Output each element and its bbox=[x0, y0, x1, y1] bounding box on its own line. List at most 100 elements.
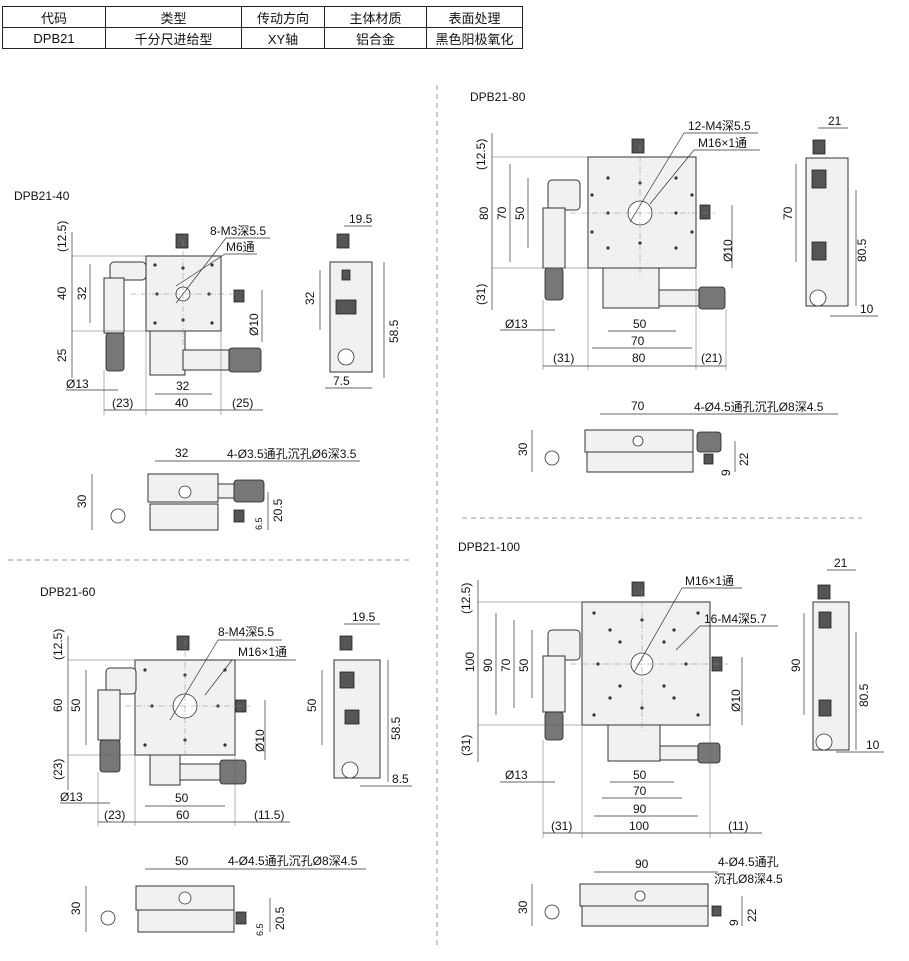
dpb21-100-side-screw-top bbox=[817, 584, 831, 600]
dpb21-40-dim-23: (23) bbox=[112, 396, 133, 410]
dpb21-60-dim-50v: 50 bbox=[69, 698, 83, 712]
dpb21-40-h-micrometer-knob bbox=[228, 347, 262, 373]
dpb21-60-side-19-5: 19.5 bbox=[352, 610, 376, 624]
dpb21-100-dim-12-5: (12.5) bbox=[459, 583, 473, 614]
dpb21-80-front-lock bbox=[632, 435, 644, 447]
dpb21-60-front-screw bbox=[235, 911, 247, 925]
dpb21-40-side-detail-2 bbox=[335, 299, 357, 315]
dpb21-40-front-20-5: 20.5 bbox=[271, 498, 285, 522]
dpb21-80-center-note: M16×1通 bbox=[698, 136, 747, 150]
dpb21-40-dim-40v: 40 bbox=[55, 286, 69, 300]
dpb21-100-dim-11: (11) bbox=[728, 819, 748, 833]
dpb21-100-micrometer-knob bbox=[544, 711, 564, 741]
dpb21-80-h-micrometer-knob bbox=[698, 286, 726, 310]
dpb21-40-side-58-5: 58.5 bbox=[387, 319, 401, 343]
dpb21-100-h-micrometer-knob bbox=[697, 742, 721, 764]
dpb21-40-side-19-5: 19.5 bbox=[349, 212, 373, 226]
spec-data-row: DPB21 千分尺进给型 XY轴 铝合金 黑色阳极氧化 bbox=[2, 27, 523, 49]
dpb21-100-side-detail-2 bbox=[818, 699, 832, 717]
dpb21-100-dim-31v: (31) bbox=[459, 735, 473, 756]
dpb21-80-micrometer-knob bbox=[544, 267, 564, 301]
dpb21-40-side-screw bbox=[233, 289, 245, 303]
dpb21-40-side-7-5: 7.5 bbox=[333, 374, 350, 388]
dpb21-80-side-knob bbox=[809, 289, 827, 307]
dpb21-40-title: DPB21-40 bbox=[14, 189, 70, 203]
cell-code: DPB21 bbox=[2, 27, 106, 49]
dpb21-100-dim-100v: 100 bbox=[463, 652, 477, 672]
dpb21-40-micrometer-knob bbox=[105, 332, 125, 372]
dpb21-100-front-note1: 4-Ø4.5通孔 bbox=[718, 855, 779, 869]
dpb21-40-side-knob bbox=[337, 348, 355, 366]
dpb21-80-dim-70h: 70 bbox=[631, 334, 645, 348]
dpb21-60-front-ring bbox=[100, 910, 116, 926]
dpb21-80-front-22: 22 bbox=[737, 452, 751, 466]
dpb21-40-dim-12-5: (12.5) bbox=[55, 221, 69, 252]
dpb21-100-front-30: 30 bbox=[516, 900, 530, 914]
cell-drive-direction: XY轴 bbox=[241, 27, 325, 49]
dpb21-100-front-ring bbox=[544, 904, 560, 920]
dpb21-100-group: DPB21-100 M16×1通 16-M4深5.7 (12.5) 100 90 bbox=[458, 540, 884, 927]
dpb21-40-front-ring bbox=[110, 508, 126, 524]
dpb21-60-side-screw-top bbox=[339, 635, 353, 651]
dpb21-80-side-21: 21 bbox=[828, 114, 842, 128]
dpb21-80-side-detail-1 bbox=[811, 169, 827, 189]
dpb21-100-dim-31: (31) bbox=[551, 819, 572, 833]
dpb21-60-dim-50h: 50 bbox=[175, 791, 189, 805]
dpb21-80-dim-31v: (31) bbox=[474, 284, 488, 305]
dpb21-40-h-micrometer-body bbox=[182, 349, 230, 371]
dpb21-100-side-detail-1 bbox=[818, 611, 832, 629]
dpb21-80-dim-50h: 50 bbox=[633, 317, 647, 331]
dpb21-40-tap-note: 8-M3深5.5 bbox=[210, 224, 266, 238]
dpb21-80-dim-d10: Ø10 bbox=[721, 239, 735, 262]
dpb21-40-dim-32v: 32 bbox=[75, 286, 89, 300]
header-surface: 表面处理 bbox=[426, 6, 523, 28]
dpb21-80-side-detail-2 bbox=[811, 241, 827, 261]
dpb21-100-front-screw bbox=[711, 905, 722, 917]
dpb21-60-dim-12-5: (12.5) bbox=[51, 629, 65, 660]
dpb21-60-center-note: M16×1通 bbox=[238, 645, 287, 659]
dpb21-80-side-screw-top bbox=[812, 139, 826, 155]
dpb21-80-dim-80v: 80 bbox=[477, 206, 491, 220]
header-material: 主体材质 bbox=[324, 6, 427, 28]
dpb21-60-side-knob bbox=[341, 761, 359, 779]
dpb21-40-dim-25v: 25 bbox=[55, 348, 69, 362]
dpb21-40-front-lower bbox=[149, 503, 219, 531]
dpb21-80-front-9: 9 bbox=[719, 469, 733, 476]
dpb21-80-front-screw bbox=[703, 453, 714, 465]
dpb21-80-tap-note: 12-M4深5.5 bbox=[688, 119, 751, 133]
dpb21-100-front-9: 9 bbox=[727, 919, 741, 926]
dpb21-100-dim-70h: 70 bbox=[633, 784, 647, 798]
cell-material: 铝合金 bbox=[324, 27, 427, 49]
dpb21-100-side-10: 10 bbox=[866, 738, 880, 752]
dpb21-100-side-knob bbox=[815, 733, 833, 751]
dpb21-60-micrometer-knob bbox=[99, 739, 121, 773]
dpb21-40-lower-bracket bbox=[149, 330, 186, 376]
dpb21-100-side-21: 21 bbox=[834, 556, 848, 570]
dpb21-40-front-30: 30 bbox=[75, 494, 89, 508]
dpb21-60-front-50: 50 bbox=[175, 854, 189, 868]
dpb21-60-tap-note: 8-M4深5.5 bbox=[218, 625, 274, 639]
header-drive-direction: 传动方向 bbox=[241, 6, 325, 28]
dpb21-80-dim-31: (31) bbox=[553, 351, 574, 365]
dpb21-100-front-90: 90 bbox=[635, 857, 649, 871]
dpb21-60-h-micrometer-body bbox=[179, 763, 221, 781]
dpb21-100-dim-100h: 100 bbox=[629, 819, 649, 833]
dpb21-100-dim-d13: Ø13 bbox=[505, 768, 528, 782]
dpb21-60-front-30: 30 bbox=[69, 901, 83, 915]
dpb21-100-micrometer-body bbox=[542, 655, 566, 713]
dpb21-60-side-detail-1 bbox=[339, 671, 355, 689]
dpb21-60-micrometer-body bbox=[97, 689, 121, 741]
dpb21-40-side-screw-top bbox=[336, 233, 350, 249]
dpb21-40-front-screw bbox=[233, 509, 245, 523]
dpb21-80-lock-screw bbox=[631, 138, 645, 154]
dpb21-40-dim-40h: 40 bbox=[175, 396, 189, 410]
dpb21-60-front-20-5: 20.5 bbox=[273, 906, 287, 930]
dpb21-40-front-knob bbox=[233, 479, 265, 503]
dpb21-40-bracket bbox=[109, 261, 147, 281]
dpb21-60-dim-60v: 60 bbox=[51, 698, 65, 712]
dpb21-80-front-knob bbox=[696, 431, 722, 453]
dpb21-60-bracket bbox=[105, 667, 137, 695]
dpb21-80-front-ring bbox=[544, 450, 560, 466]
dpb21-60-front-6-5: 6.5 bbox=[255, 923, 265, 936]
